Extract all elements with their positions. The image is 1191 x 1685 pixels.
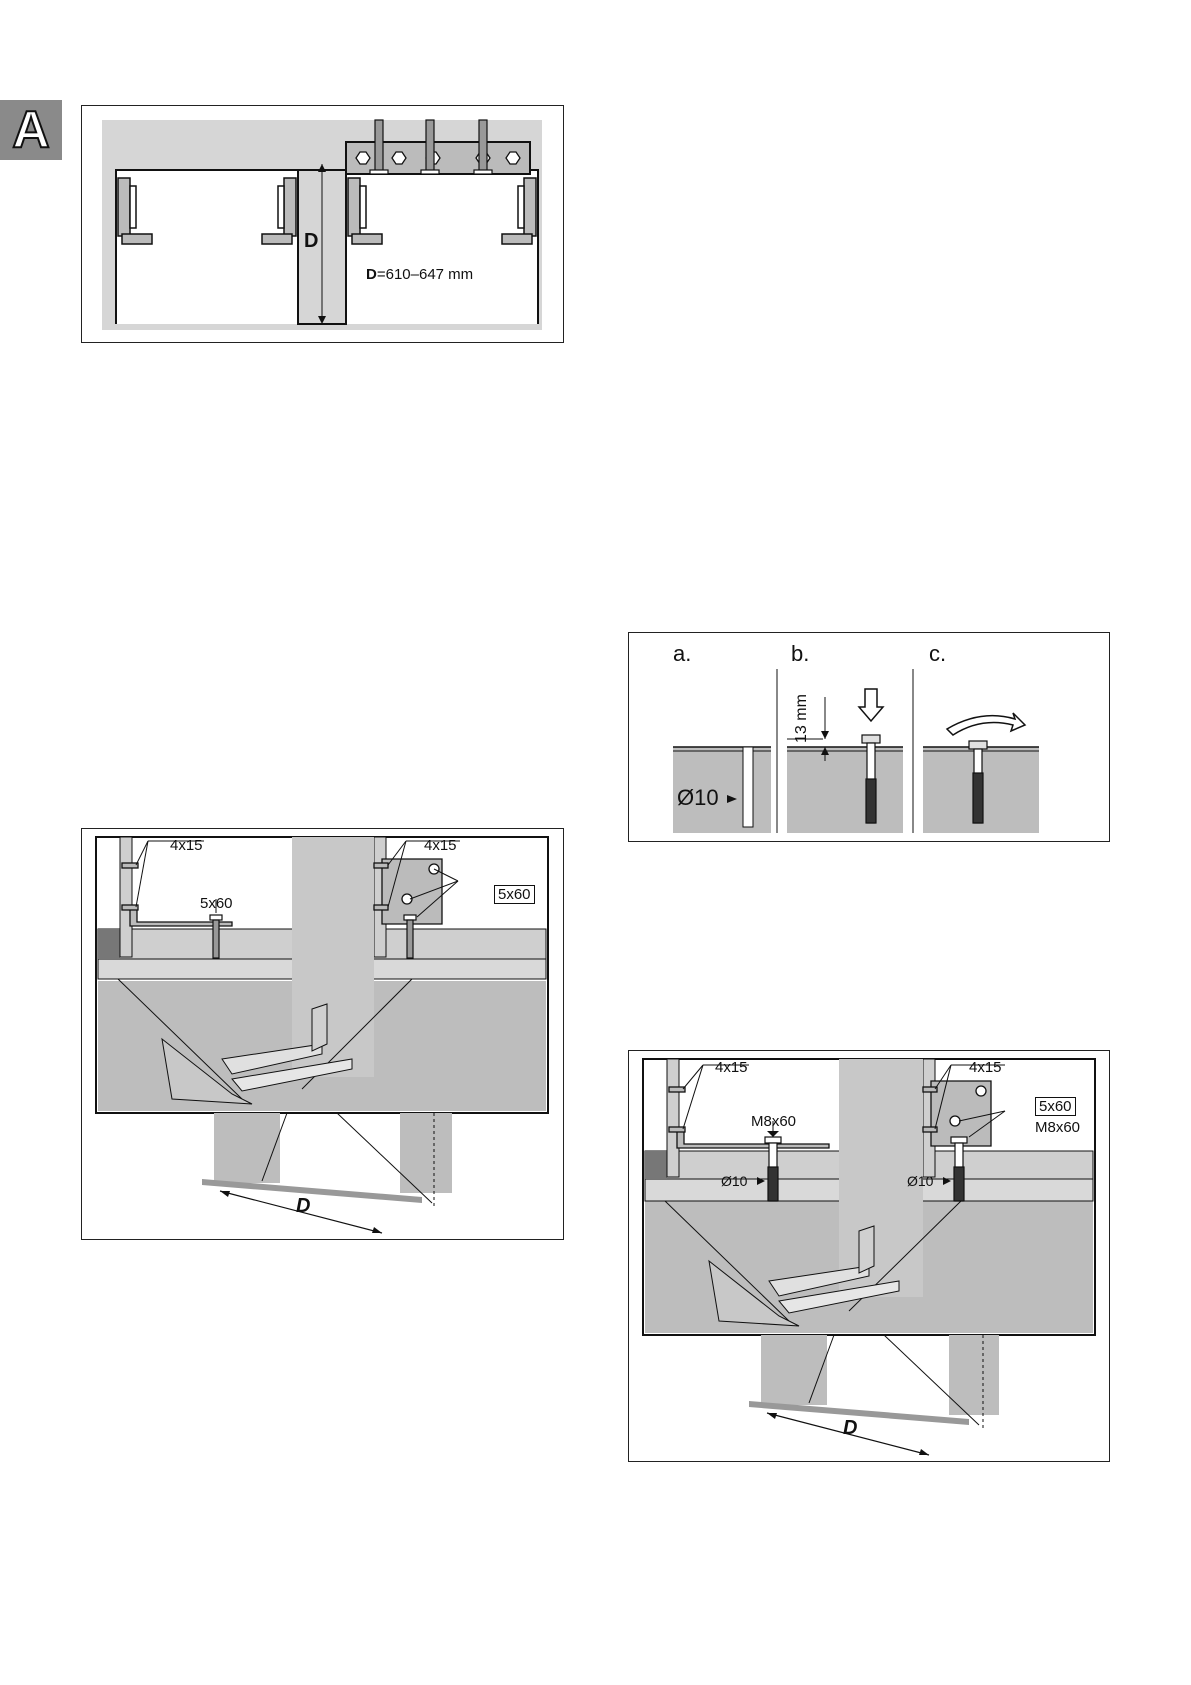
drill-hole (743, 747, 753, 827)
figure-concrete-floor-fixing: 4x15 M8x60 Ø10 4x15 5x60 M8x60 Ø10 D (628, 1050, 1110, 1462)
depth-label: 13 mm (793, 694, 811, 743)
dimension-value-rest: =610–647 mm (377, 266, 473, 283)
dimension-letter: D (304, 230, 318, 253)
rotate-arrow-icon (947, 713, 1025, 735)
cabinet-gap-drawing (82, 106, 562, 341)
bolt-label: M8x60 (1035, 1119, 1080, 1136)
screw-label: 4x15 (170, 837, 203, 854)
bolt-label: M8x60 (751, 1113, 796, 1130)
figure-wood-floor-fixing: 4x15 5x60 4x15 5x60 D (81, 828, 564, 1240)
dimension-value: D=610–647 mm (366, 266, 473, 283)
screw-label: 4x15 (424, 837, 457, 854)
diameter-label: Ø10 (677, 785, 719, 811)
screw-label: 4x15 (969, 1059, 1002, 1076)
dimension-letter: D (843, 1417, 857, 1440)
arrow-down-icon (859, 689, 883, 721)
section-letter: A (0, 100, 62, 160)
dimension-value-bold: D (366, 266, 377, 283)
screw-label: 5x60 (1035, 1097, 1076, 1116)
screw-label: 5x60 (200, 895, 233, 912)
section-badge: A (0, 100, 62, 160)
angle-bracket-icon (374, 859, 442, 924)
dimension-letter: D (296, 1195, 310, 1218)
figure-anchor-steps: a. b. c. 13 mm Ø10 (628, 632, 1110, 842)
step-label-c: c. (929, 641, 946, 667)
angle-bracket-icon (923, 1081, 991, 1146)
wood-floor-drawing (82, 829, 562, 1239)
figure-cabinet-gap: D D=610–647 mm (81, 105, 564, 343)
step-label-a: a. (673, 641, 691, 667)
screw-label: 4x15 (715, 1059, 748, 1076)
drill-label: Ø10 (721, 1173, 747, 1189)
drill-label: Ø10 (907, 1173, 933, 1189)
step-label-b: b. (791, 641, 809, 667)
screw-label: 5x60 (494, 885, 535, 904)
